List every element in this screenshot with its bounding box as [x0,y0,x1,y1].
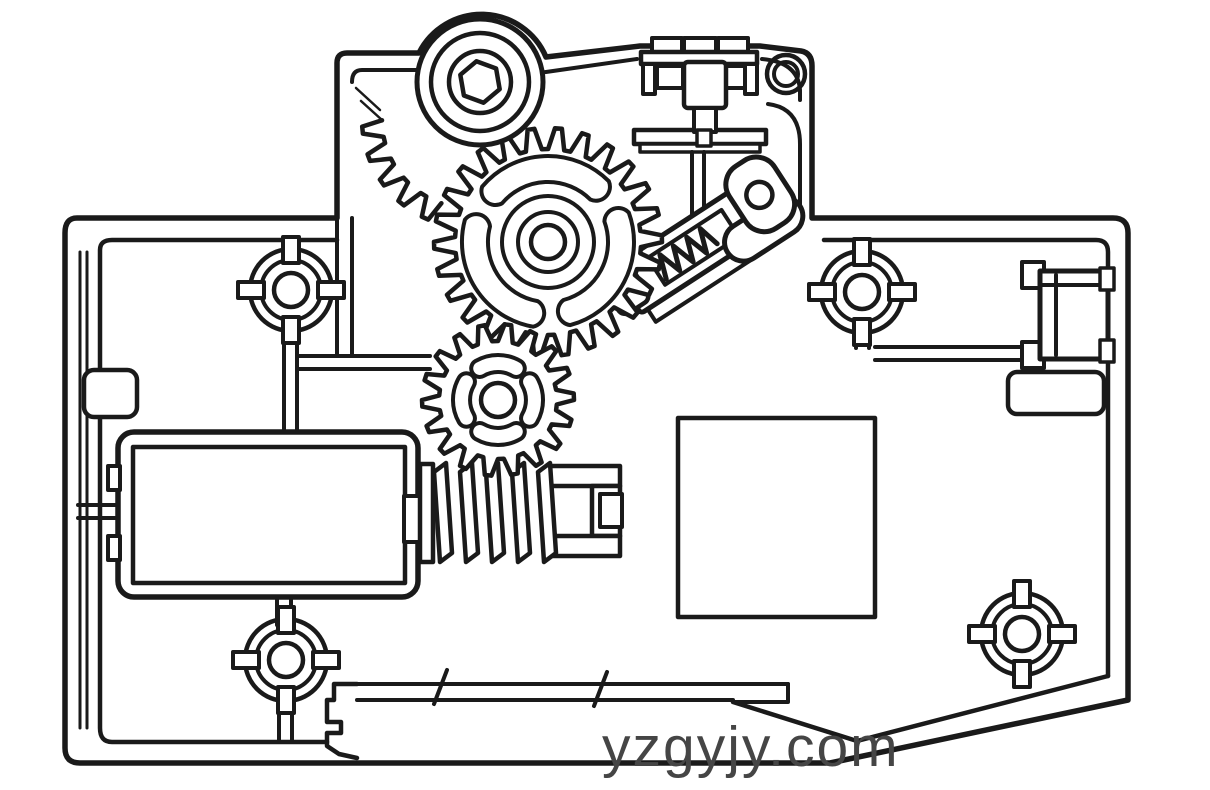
bracket-notch [598,492,624,529]
main-drive-gear [431,125,665,359]
boss-tab-w [807,282,837,302]
motor-tab-lower [106,534,122,562]
ink-layer: yzgyjy.com [62,11,1131,779]
housing-inner-chamfer [730,673,1111,744]
component-box [675,415,878,620]
worm-bracket [545,463,624,559]
mounting-boss-top-left [236,235,346,345]
boss-middle [830,260,894,324]
worm-gear [417,460,559,565]
mounting-boss-bottom-left [231,605,341,715]
terminal-column-left [641,62,657,96]
boss-tab-s [852,317,872,347]
main-gear-slot-1 [555,205,636,328]
boss-middle [254,628,318,692]
bracket-top-arm [545,463,623,489]
left-wall-pocket [81,367,140,420]
knob-hex-socket [458,59,502,105]
worm-thread-4 [509,460,533,565]
slot-lower-pocket [1005,369,1107,417]
boss-tab-w [967,624,997,644]
boss-tab-e [311,650,341,670]
pinion-slot-left [451,371,477,429]
raised-section-inner-top-left [350,68,423,84]
terminal-plunger-tip [695,128,713,148]
pinion-slot-bottom [469,421,527,447]
boss-tab-n [276,605,296,635]
boss-hole [842,272,882,312]
knob-gear-teeth [359,118,444,222]
worm-end-flange [417,461,436,565]
scribble-mark-1 [354,86,382,112]
motor-left-stub [76,503,120,520]
boss-tab-e [887,282,917,302]
mounting-boss-top-right [807,237,917,347]
terminal-plunger [681,59,729,111]
plunger-pivot-hole [744,179,775,211]
screw-hole-inner [772,60,800,88]
boss-tab-n [281,235,301,265]
main-gear-slot-3 [479,153,612,208]
spring-coil [657,226,720,282]
worm-thread-2 [457,460,481,565]
pinion-slot-top [469,353,527,379]
housing-outer-outline [62,11,1131,766]
mounting-boss-bottom-right [967,579,1077,689]
motor-body [115,429,421,600]
worm-thread-3 [483,460,507,565]
boss-tab-s [1012,659,1032,689]
terminal-cell-left [655,64,685,90]
boss-hole [271,270,311,310]
worm-thread-5 [535,460,559,565]
raised-section-inner-top-right [537,57,639,75]
boss-tab-n [1012,579,1032,609]
side-slot-connector [1005,260,1116,417]
scribble-mark-2 [359,99,384,122]
break-mark-1 [432,668,449,706]
boss-tab-s [281,315,301,345]
inner-pocket-curve [766,102,802,218]
boss-tab-n [852,237,872,267]
boss-tab-w [231,650,261,670]
boss-middle [990,602,1054,666]
pinion-shaft-hole [478,380,518,420]
break-mark-2 [592,670,609,708]
boss-hole [1002,614,1042,654]
motor [106,429,422,600]
worm-thread-1 [431,460,455,565]
housing-inner-wall-top-right [821,237,1111,679]
plunger-pivot-lobe [723,154,798,235]
motor-tab-upper [106,464,122,492]
rail-channel-right-step [731,682,790,704]
housing-inner-wall-left-bottom [97,237,340,745]
boss-tab-w [236,280,266,300]
adjustment-knob [414,16,546,148]
main-gear-shaft-hole [528,222,568,262]
rail-clip-profile [324,681,360,761]
boss-tab-e [316,280,346,300]
terminal-assembly [631,36,769,221]
boss1-stem-bottom [282,328,299,434]
wall-notch-top [1098,266,1116,292]
main-gear-slot-2 [459,212,547,329]
boss-tab-s [276,685,296,715]
wall-notch-bottom [1098,338,1116,364]
pinion-slot-right [519,371,545,429]
watermark-text: yzgyjy.com [602,715,900,779]
boss-tab-e [1047,624,1077,644]
pinion-gear [419,322,577,478]
bracket-bottom-arm [545,533,623,559]
screw-hole-outer [764,52,808,96]
motor-shaft-coupler [402,494,422,544]
boss-hole [266,640,306,680]
boss-middle [259,258,323,322]
